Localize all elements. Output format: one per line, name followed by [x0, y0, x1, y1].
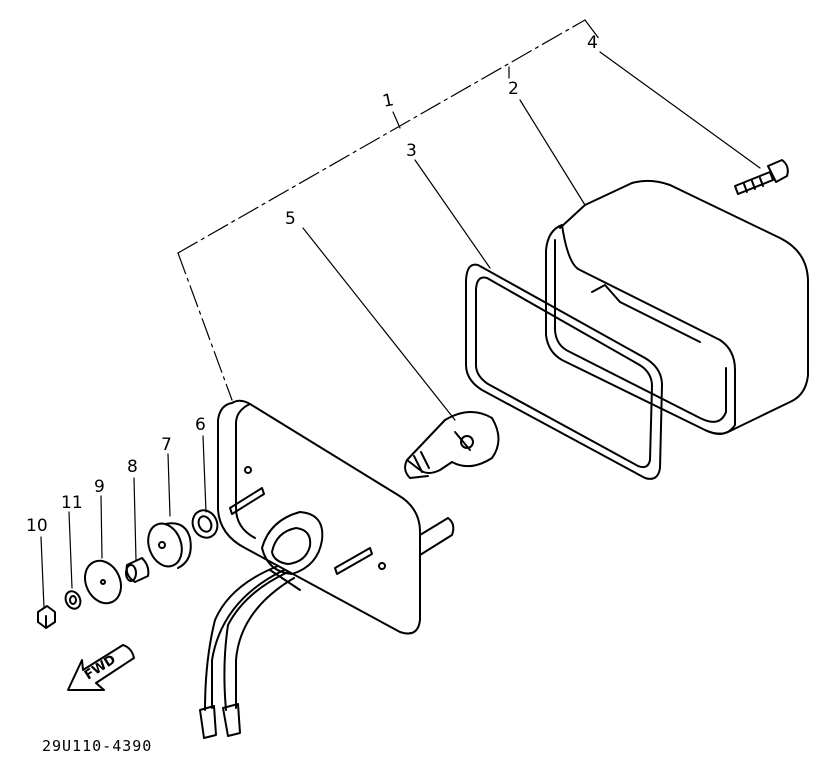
callout-labels: 1 2 3 4 5 6 7 8 9 10 11 [26, 33, 598, 536]
fwd-arrow-icon [67, 644, 135, 691]
drawing-code: 29U110-4390 [42, 737, 152, 755]
bulb-part [404, 411, 500, 479]
callout-8: 8 [127, 457, 138, 477]
o-ring-part [191, 509, 219, 539]
lens-part [545, 179, 809, 435]
nut-part [37, 605, 56, 629]
callout-2: 2 [508, 79, 519, 99]
callout-7: 7 [161, 435, 172, 455]
callout-10: 10 [26, 516, 48, 536]
callout-11: 11 [61, 493, 83, 513]
gasket-part [465, 263, 663, 480]
assembly-bracket-line [177, 19, 601, 401]
callout-1: 1 [381, 90, 396, 112]
spring-washer-part [64, 590, 82, 610]
callout-9: 9 [94, 477, 105, 497]
washer-part [84, 559, 122, 605]
callout-5: 5 [285, 209, 296, 229]
callout-3: 3 [406, 141, 417, 161]
leader-lines [40, 51, 761, 609]
callout-6: 6 [195, 415, 206, 435]
screw-part [734, 159, 789, 195]
grommet-part [147, 522, 192, 569]
fwd-label: FWD [82, 652, 119, 683]
housing-base-part [199, 399, 455, 739]
collar-part [125, 557, 150, 583]
callout-4: 4 [587, 33, 598, 53]
